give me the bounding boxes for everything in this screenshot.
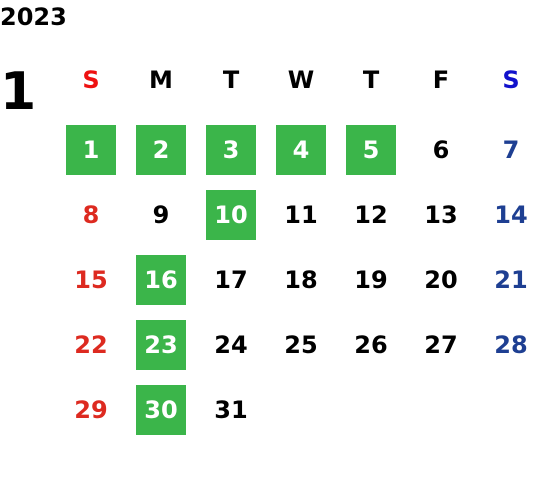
day-cell-18: 18: [284, 266, 318, 294]
weekday-header: F: [432, 66, 450, 94]
day-cell-16: 16: [136, 255, 186, 305]
weekday-header: S: [502, 66, 520, 94]
day-cell-27: 27: [424, 331, 458, 359]
day-cell-4: 4: [276, 125, 326, 175]
day-cell-25: 25: [284, 331, 318, 359]
day-cell-1: 1: [66, 125, 116, 175]
day-cell-31: 31: [214, 396, 248, 424]
day-cell-17: 17: [214, 266, 248, 294]
day-cell-3: 3: [206, 125, 256, 175]
day-cell-20: 20: [424, 266, 458, 294]
day-cell-9: 9: [152, 201, 170, 229]
day-cell-10: 10: [206, 190, 256, 240]
day-cell-22: 22: [74, 331, 108, 359]
day-cell-7: 7: [502, 136, 520, 164]
day-cell-11: 11: [284, 201, 318, 229]
day-cell-6: 6: [432, 136, 450, 164]
day-cell-5: 5: [346, 125, 396, 175]
day-cell-8: 8: [82, 201, 100, 229]
year-label: 2023: [0, 3, 67, 31]
weekday-header: T: [222, 66, 240, 94]
day-cell-26: 26: [354, 331, 388, 359]
day-cell-21: 21: [494, 266, 528, 294]
day-cell-19: 19: [354, 266, 388, 294]
month-label: 1: [0, 62, 37, 122]
weekday-header: W: [287, 66, 315, 94]
day-cell-23: 23: [136, 320, 186, 370]
day-cell-14: 14: [494, 201, 528, 229]
day-cell-29: 29: [74, 396, 108, 424]
weekday-header: M: [149, 66, 173, 94]
day-cell-28: 28: [494, 331, 528, 359]
day-cell-24: 24: [214, 331, 248, 359]
day-cell-15: 15: [74, 266, 108, 294]
day-cell-2: 2: [136, 125, 186, 175]
day-cell-30: 30: [136, 385, 186, 435]
weekday-header: T: [362, 66, 380, 94]
weekday-header: S: [82, 66, 100, 94]
day-cell-12: 12: [354, 201, 388, 229]
day-cell-13: 13: [424, 201, 458, 229]
